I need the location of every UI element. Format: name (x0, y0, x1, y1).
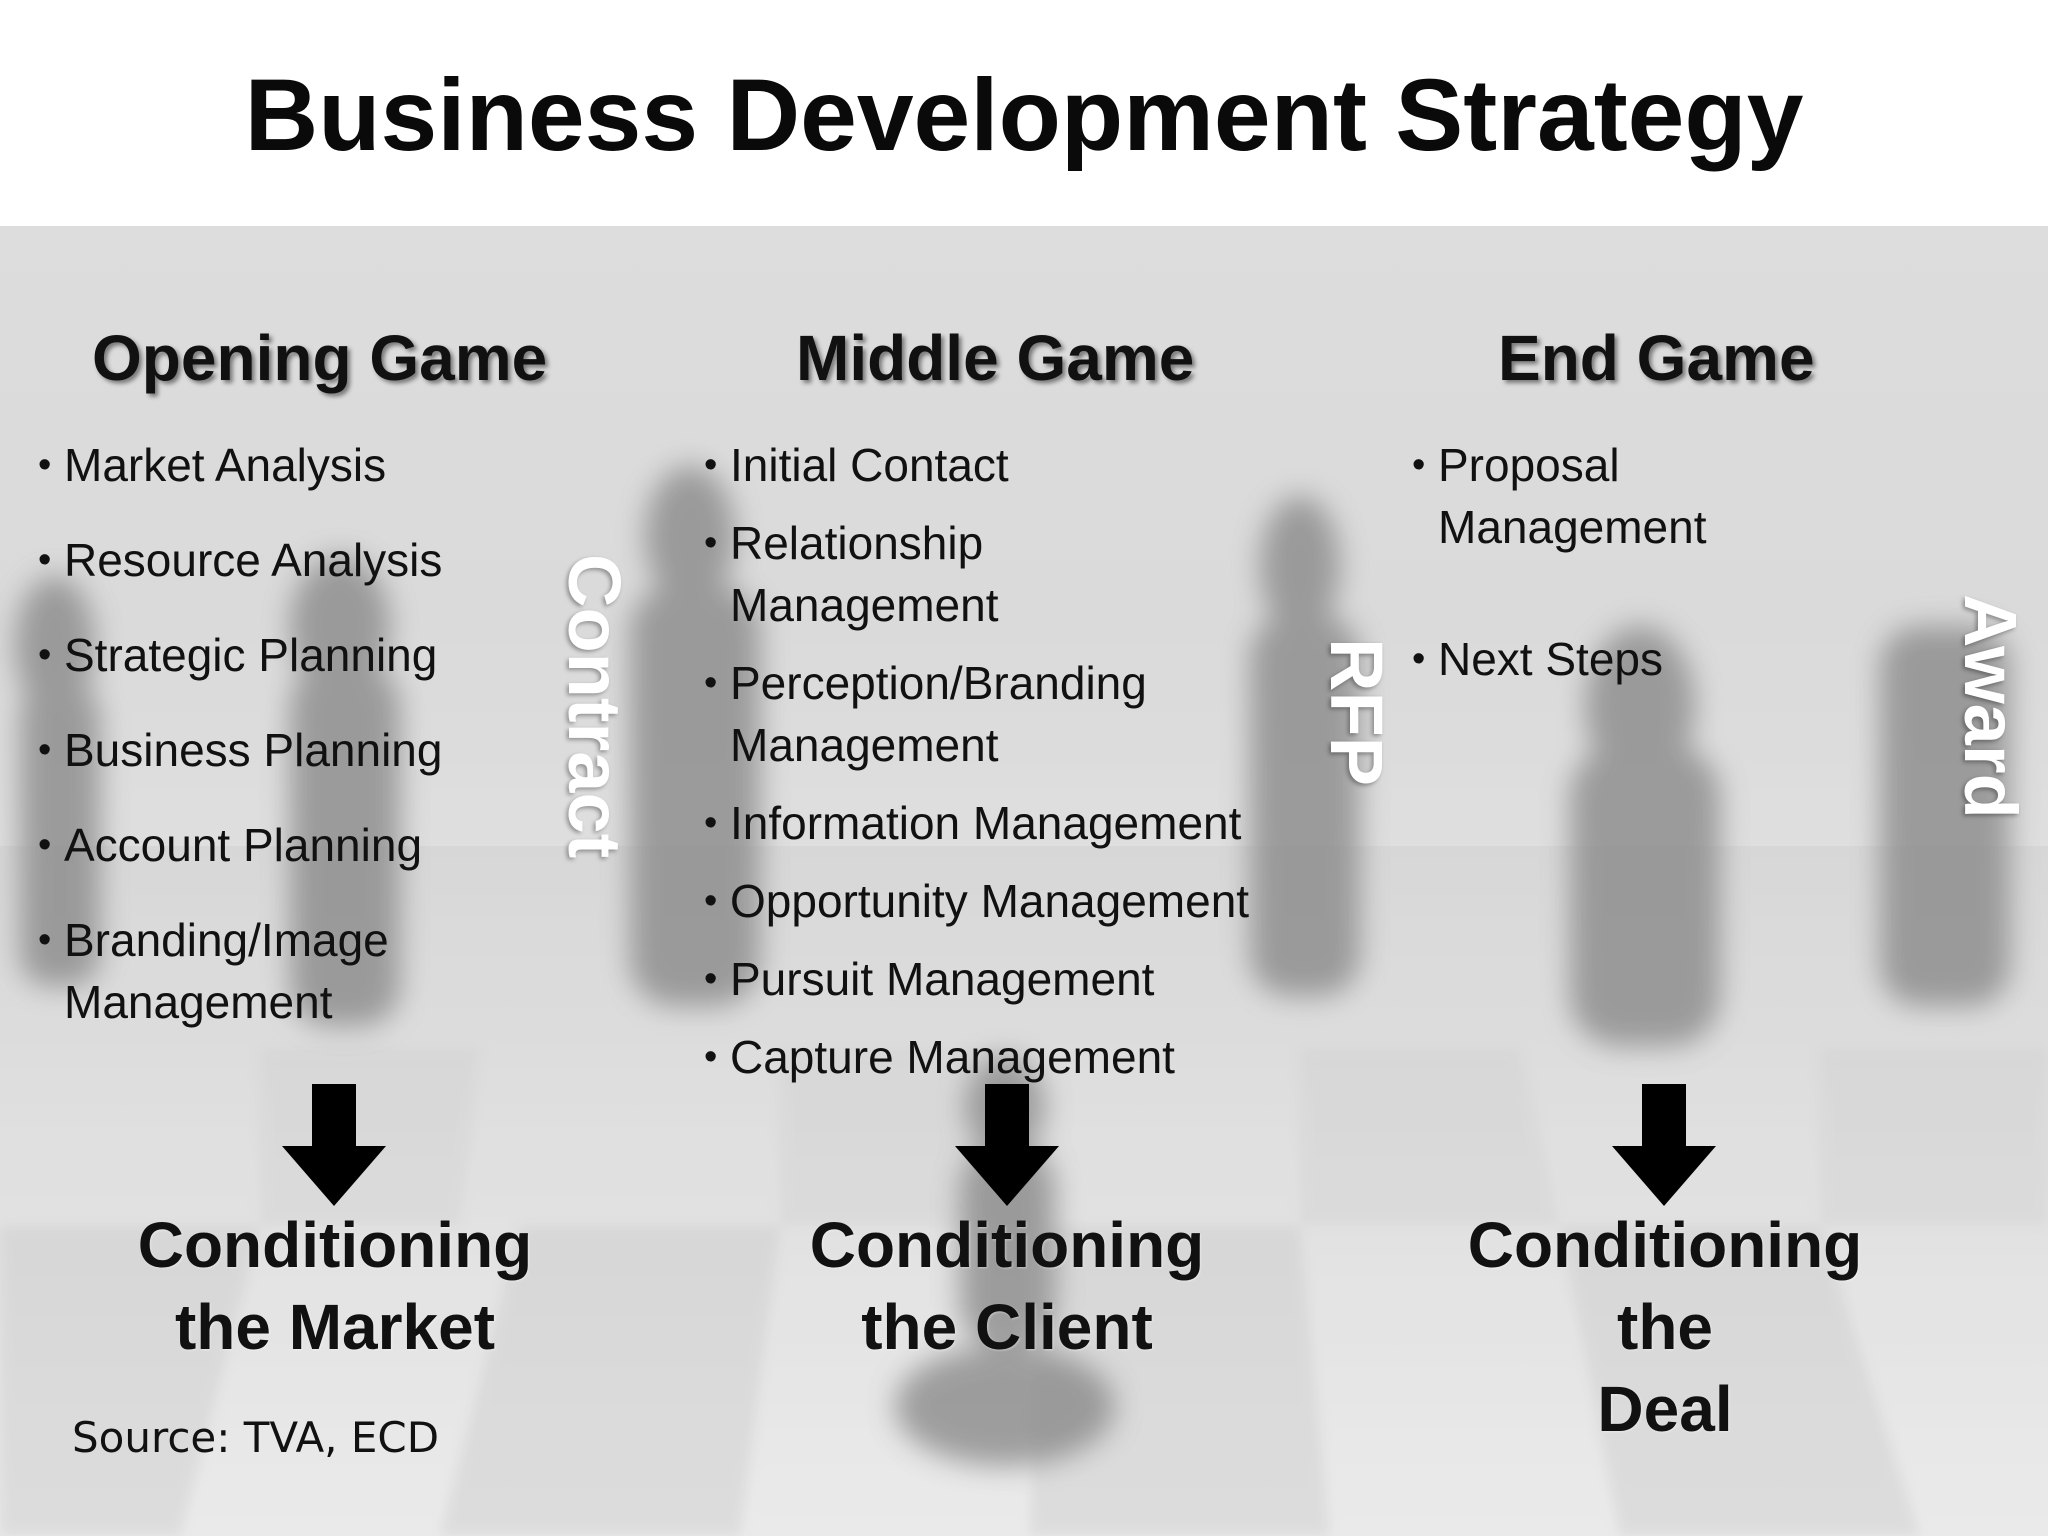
list-item: Information Management (704, 792, 1344, 854)
list-item: Opportunity Management (704, 870, 1344, 932)
list-item: Pursuit Management (704, 948, 1344, 1010)
list-item: Initial Contact (704, 434, 1344, 496)
contract-milestone-label: Contract (553, 554, 636, 859)
middle-game-heading: Middle Game (796, 322, 1195, 394)
list-item: Strategic Planning (38, 624, 538, 686)
outcome-client: Conditioning the Client (809, 1209, 1205, 1363)
down-arrow-icon (282, 1084, 386, 1206)
middle-game-list: Initial Contact Relationship Management … (704, 434, 1344, 1088)
chessboard-background: Opening Game Middle Game End Game Market… (0, 226, 2048, 1536)
list-item: Capture Management (704, 1026, 1344, 1088)
opening-game-heading: Opening Game (92, 322, 548, 394)
down-arrow-icon (1612, 1084, 1716, 1206)
list-item: Perception/Branding Management (704, 652, 1210, 776)
list-item: Account Planning (38, 814, 538, 876)
source-note: Source: TVA, ECD (72, 1413, 440, 1462)
end-game-list: Proposal Management Next Steps (1412, 434, 1852, 690)
slide-title: Business Development Strategy (244, 58, 1804, 172)
outcome-deal: Conditioning the Deal (1467, 1209, 1863, 1445)
outcome-market: Conditioning the Market (137, 1209, 533, 1363)
list-item: Proposal Management (1412, 434, 1778, 558)
list-item: Branding/Image Management (38, 909, 444, 1033)
down-arrow-icon (955, 1084, 1059, 1206)
end-game-heading: End Game (1498, 322, 1815, 394)
opening-game-list: Market Analysis Resource Analysis Strate… (38, 434, 538, 1033)
rfp-milestone-label: RFP (1315, 638, 1398, 786)
list-item: Business Planning (38, 719, 538, 781)
list-item: Next Steps (1412, 628, 1852, 690)
list-item: Market Analysis (38, 434, 538, 496)
award-milestone-label: Award (1949, 594, 2032, 819)
list-item: Relationship Management (704, 512, 1090, 636)
list-item: Resource Analysis (38, 529, 538, 591)
